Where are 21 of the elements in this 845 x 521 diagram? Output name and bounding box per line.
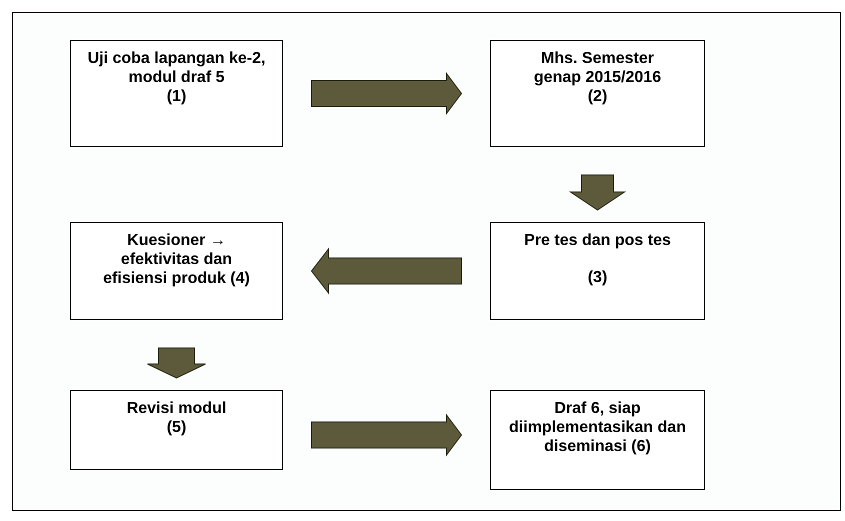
box-text: Kuesioner → efektivitas dan efisiensi produk (4) — [102, 231, 251, 288]
box-text: Mhs. Semester genap 2015/2016 — [532, 49, 662, 87]
block-arrow — [311, 414, 462, 456]
box-text: Draf 6, siap diimplementasikan dan diseminasi (6) — [508, 399, 687, 456]
box-text: (3) — [588, 268, 608, 287]
box-text: (2) — [588, 87, 608, 106]
process-box — [70, 40, 283, 147]
process-box — [70, 390, 283, 470]
box-text: Pre tes dan pos tes — [524, 231, 671, 250]
box-text: Revisi modul — [126, 399, 226, 418]
block-arrow — [147, 348, 206, 379]
process-box — [70, 222, 283, 320]
box-text: Uji coba lapangan ke-2, modul draf 5 — [86, 49, 266, 87]
process-box — [490, 390, 705, 490]
block-arrow — [568, 174, 626, 211]
box-text: (1) — [166, 87, 186, 106]
block-arrow — [310, 248, 462, 294]
process-box — [490, 40, 705, 147]
process-box — [490, 222, 705, 320]
box-text: (5) — [166, 418, 186, 437]
block-arrow — [311, 72, 462, 115]
